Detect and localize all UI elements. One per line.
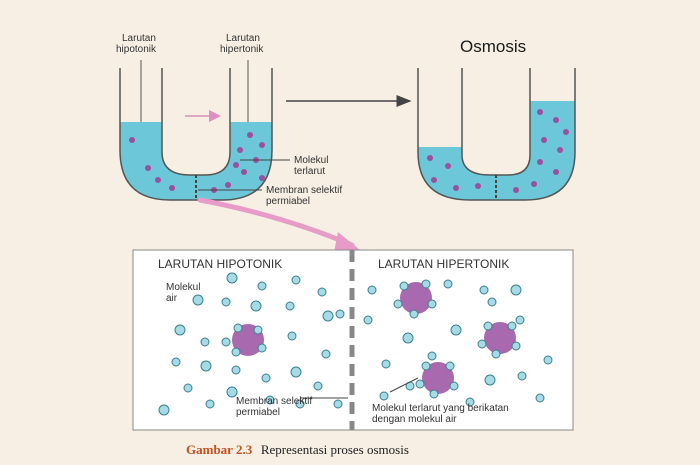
u-tube-before <box>119 60 273 201</box>
solute-cluster-right-1 <box>393 279 437 319</box>
solute-dots-before <box>129 132 265 193</box>
solute-cluster-left <box>221 323 267 357</box>
zoom-arrow <box>197 197 355 248</box>
header-hypotonic: LARUTAN HIPOTONIK <box>158 257 282 271</box>
solute-cluster-right-3 <box>415 361 459 399</box>
u-tube-after <box>417 68 576 201</box>
water-molecules-right <box>363 279 553 407</box>
solute-dots-after <box>427 109 569 193</box>
header-hypertonic: LARUTAN HIPERTONIK <box>378 257 509 271</box>
caption-figure-number: Gambar 2.3 <box>186 442 253 457</box>
solute-cluster-right-2 <box>477 321 521 359</box>
title-osmosis: Osmosis <box>460 37 526 56</box>
caption-text: Representasi proses osmosis <box>261 442 409 457</box>
water-fill-after <box>418 101 575 200</box>
water-molecules-left <box>158 272 345 416</box>
figure-caption: Gambar 2.3 Representasi proses osmosis <box>186 442 409 457</box>
